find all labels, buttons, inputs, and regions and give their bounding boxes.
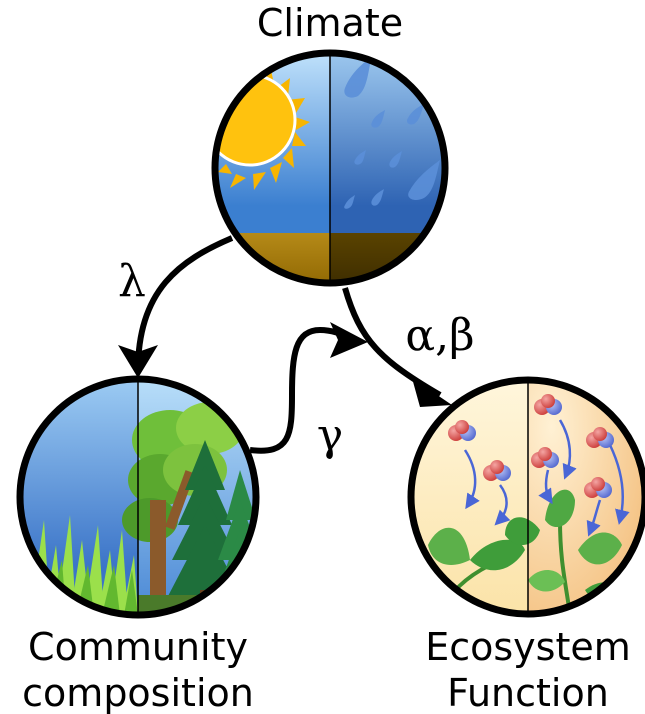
- molecules: [448, 394, 614, 498]
- community-label-line1: Community: [28, 625, 248, 669]
- climate-node: Climate: [211, 1, 449, 287]
- community-node: Community composition: [16, 375, 260, 714]
- alpha-beta-label: α,β: [405, 310, 474, 361]
- lambda-label: λ: [118, 256, 146, 307]
- climate-label: Climate: [257, 1, 403, 45]
- arrowhead-community: [118, 345, 158, 378]
- arrowhead-gamma: [330, 322, 368, 358]
- community-label-line2: composition: [22, 671, 254, 714]
- edges: [118, 235, 452, 454]
- gamma-label: γ: [317, 410, 343, 461]
- ecosystem-label-line1: Ecosystem: [425, 625, 631, 669]
- arrowhead-ecosystem: [412, 378, 452, 407]
- edge-climate-to-ecosystem: [342, 287, 442, 398]
- ecosystem-label-line2: Function: [447, 671, 609, 714]
- edge-climate-to-community: [135, 235, 234, 371]
- ecosystem-node: Ecosystem Function: [407, 376, 645, 714]
